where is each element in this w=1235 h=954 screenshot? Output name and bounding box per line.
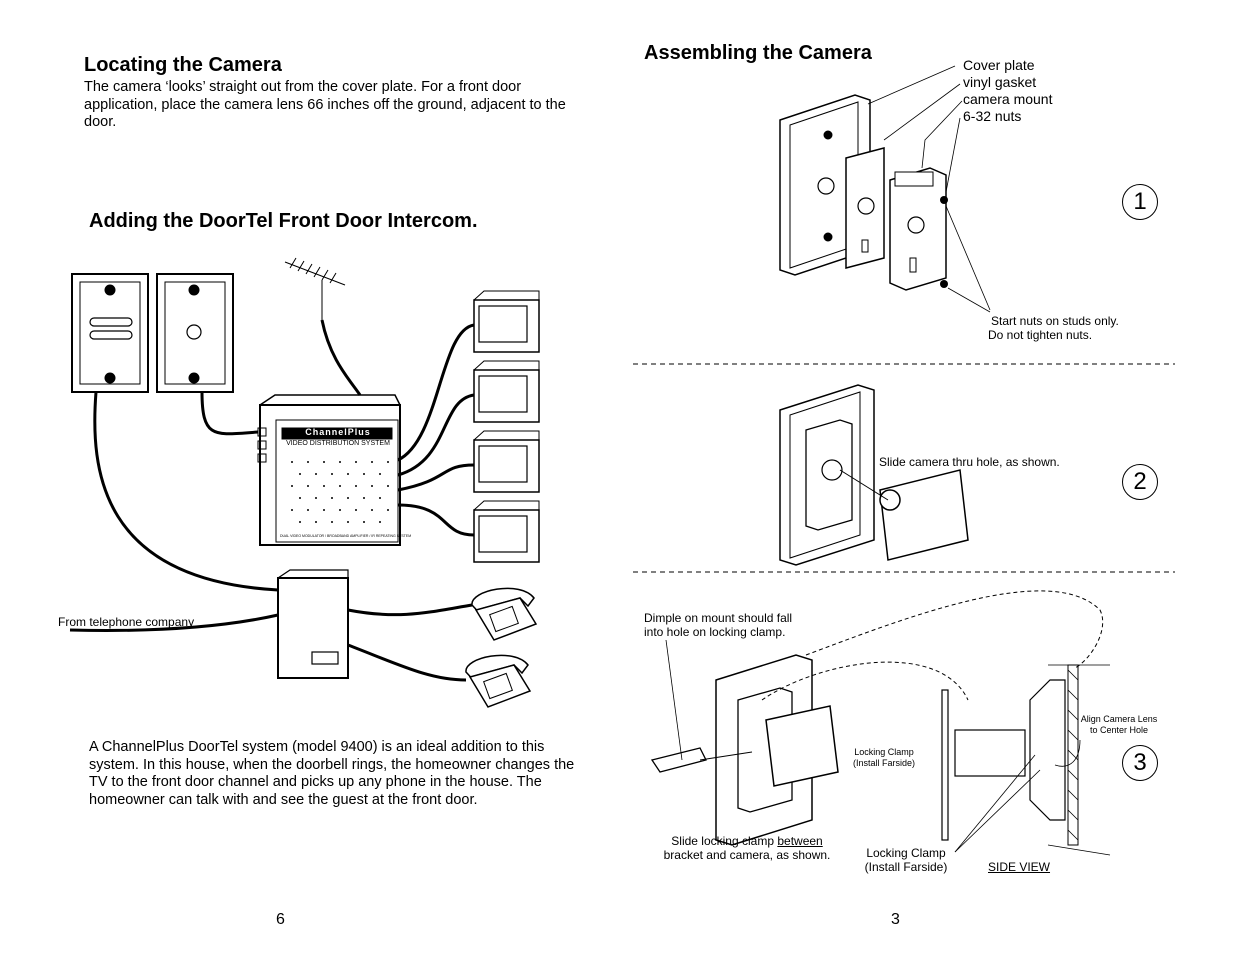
part-label-camera-mount: camera mount: [963, 91, 1053, 107]
align-lens-note: Align Camera Lens to Center Hole: [1076, 714, 1162, 736]
tv-set: [473, 360, 540, 423]
side-view-label: SIDE VIEW: [988, 860, 1051, 874]
heading-adding-doortel: Adding the DoorTel Front Door Intercom.: [89, 210, 478, 232]
step1-note-line1: Start nuts on studs only.: [991, 314, 1119, 328]
box-caption-label: VIDEO DISTRIBUTION SYSTEM: [286, 440, 390, 447]
step3-front-view: [650, 654, 839, 846]
page-number-right: 3: [891, 911, 900, 928]
step1-note: Start nuts on studs only. Do not tighten…: [988, 314, 1119, 342]
telephone-interface-unit: [277, 569, 349, 679]
dimple-note-line2: into hole on locking clamp.: [644, 625, 786, 639]
tv-set: [473, 430, 540, 493]
phone-company-label: From telephone company: [58, 615, 195, 629]
telephone: [465, 654, 532, 708]
slide-clamp-line2: bracket and camera, as shown.: [663, 848, 831, 862]
locking-clamp-label: Locking Clamp (Install Farside): [860, 846, 952, 874]
locking-clamp-line2: (Install Farside): [864, 860, 948, 874]
step1-note-line2: Do not tighten nuts.: [988, 328, 1093, 342]
tv-set: [473, 500, 540, 563]
step2-assembly: [779, 384, 969, 566]
locking-clamp-small-line2: (Install Farside): [852, 758, 915, 768]
video-distribution-box: [257, 394, 401, 546]
step1-leader-lines: [867, 65, 991, 313]
part-label-nuts: 6-32 nuts: [963, 108, 1022, 124]
slide-clamp-pre: Slide locking clamp: [671, 834, 778, 848]
telephone: [471, 587, 538, 641]
align-lens-line2: to Center Hole: [1089, 725, 1149, 735]
cables: [69, 319, 475, 682]
doortel-system-diagram: [69, 257, 540, 708]
box-vent-dots: [291, 461, 389, 523]
locking-clamp-small-label: Locking Clamp (Install Farside): [846, 747, 922, 769]
heading-assembling-camera: Assembling the Camera: [644, 42, 872, 64]
step-1-badge: 1: [1122, 184, 1158, 220]
heading-locating-camera: Locating the Camera: [84, 54, 282, 76]
locking-clamp-small-line1: Locking Clamp: [854, 747, 914, 757]
step2-note: Slide camera thru hole, as shown.: [879, 455, 1060, 469]
locking-clamp-line1: Locking Clamp: [866, 846, 946, 860]
box-footer-label: DUAL VIDEO MODULATOR / BROADBAND AMPLIFI…: [280, 534, 412, 538]
camera-plate: [156, 273, 234, 393]
box-brand-label: ChannelPlus: [305, 427, 371, 437]
step3-side-view: [941, 664, 1111, 856]
step1-gasket: [845, 147, 885, 269]
part-label-vinyl-gasket: vinyl gasket: [963, 74, 1037, 90]
slide-clamp-note: Slide locking clamp between bracket and …: [652, 834, 842, 862]
step3-dashed-arrows: [761, 590, 1104, 701]
align-lens-line1: Align Camera Lens: [1080, 714, 1158, 724]
step-2-badge: 2: [1122, 464, 1158, 500]
step1-nuts: [940, 196, 948, 288]
slide-clamp-underlined: between: [777, 834, 823, 848]
antenna: [284, 257, 346, 320]
part-labels: Cover plate vinyl gasket camera mount 6-…: [963, 57, 1052, 125]
locating-paragraph: The camera ‘looks’ straight out from the…: [84, 79, 566, 130]
door-station-plate: [71, 273, 149, 393]
part-label-cover-plate: Cover plate: [963, 57, 1035, 73]
step-3-badge: 3: [1122, 745, 1158, 781]
tv-set: [473, 290, 540, 353]
step1-camera-mount: [889, 167, 947, 291]
doortel-description: A ChannelPlus DoorTel system (model 9400…: [89, 739, 575, 808]
page-number-left: 6: [276, 911, 285, 928]
dimple-note: Dimple on mount should fall into hole on…: [644, 611, 792, 639]
dimple-note-line1: Dimple on mount should fall: [644, 611, 793, 625]
step3-leader-lines: [665, 639, 1081, 853]
